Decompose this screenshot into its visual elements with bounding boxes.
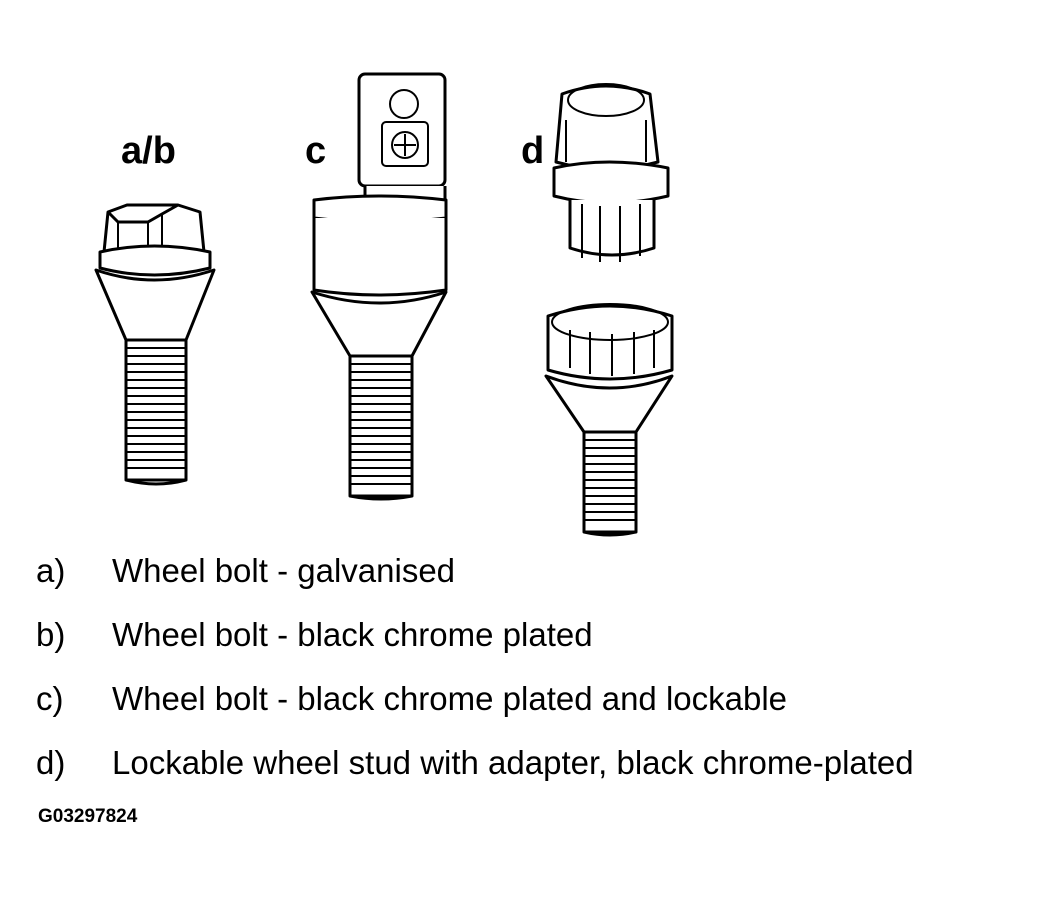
label-c: c <box>305 130 327 172</box>
bolt-drawings <box>94 72 674 537</box>
legend-key: a) <box>36 552 66 589</box>
wheel-stud-d <box>544 83 674 537</box>
legend-key: b) <box>36 616 66 653</box>
thread-lines <box>126 347 636 521</box>
bolt-illustration: a/b c d <box>94 72 674 537</box>
figure-code: G03297824 <box>38 806 138 827</box>
legend-text: Wheel bolt - galvanised <box>112 552 456 589</box>
legend-key: c) <box>36 680 64 717</box>
legend-text: Lockable wheel stud with adapter, black … <box>112 744 914 781</box>
label-ab: a/b <box>121 130 176 172</box>
label-d: d <box>521 130 545 172</box>
legend-key: d) <box>36 744 66 781</box>
wheel-bolt-ab <box>94 203 216 486</box>
legend-text: Wheel bolt - black chrome plated and loc… <box>112 680 788 717</box>
legend-text: Wheel bolt - black chrome plated <box>112 616 593 653</box>
